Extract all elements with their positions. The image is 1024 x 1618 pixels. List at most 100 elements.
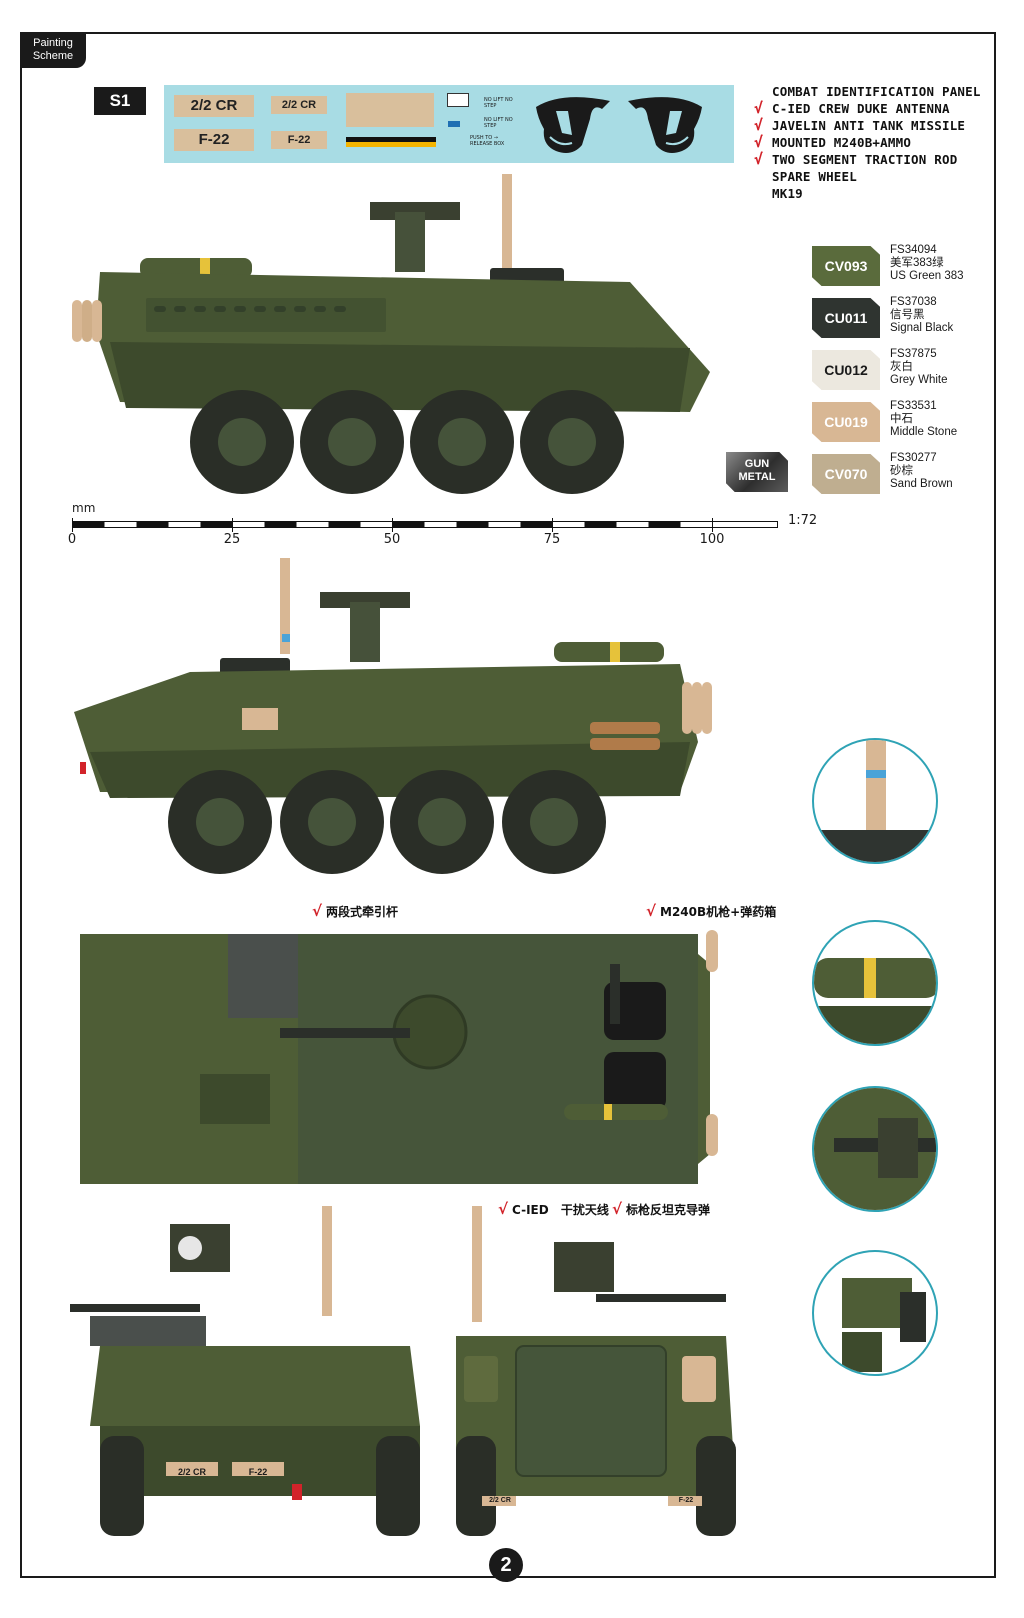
paint-cn: 灰白 — [890, 361, 913, 373]
feature-text: C-IED CREW DUKE ANTENNA — [772, 101, 950, 116]
page-number: 2 — [489, 1548, 523, 1582]
scale-unit: mm — [72, 501, 96, 515]
ruler-segment — [392, 521, 425, 528]
check-mark: √ — [498, 1200, 509, 1218]
paint-fs: FS37038 — [890, 296, 937, 308]
paint-cn: 信号黑 — [890, 309, 925, 321]
rear-plate-right: F-22 — [678, 1497, 694, 1504]
vehicle-side-view-left — [74, 558, 712, 874]
paint-cn: 美军383绿 — [890, 257, 944, 269]
decal-push-release: PUSH TO → RELEASE BOX — [470, 135, 505, 147]
feature-item: COMBAT IDENTIFICATION PANEL — [750, 83, 990, 100]
check-mark: √ — [612, 1200, 623, 1218]
decal-f22-large: F-22 — [174, 129, 254, 151]
paint-fs: FS30277 — [890, 452, 937, 464]
paint-fs: FS33531 — [890, 400, 937, 412]
callout-javelin: √标枪反坦克导弹 — [612, 1200, 711, 1218]
paint-en: Sand Brown — [890, 478, 953, 490]
ruler-tick — [72, 518, 73, 532]
callout-tow-rod: √两段式牵引杆 — [312, 902, 399, 920]
vehicle-rear-view — [456, 1206, 736, 1536]
decal-warning-label — [447, 93, 469, 107]
scale-tick-label: 50 — [383, 532, 401, 547]
paint-fs: FS34094 — [890, 244, 937, 256]
scale-ratio: 1:72 — [788, 513, 818, 528]
paint-fs: FS37875 — [890, 348, 937, 360]
ruler-segment — [584, 521, 617, 528]
detail-m240b — [812, 1086, 938, 1212]
decal-skull-right — [628, 97, 702, 153]
check-mark: √ — [754, 99, 764, 117]
javelin-missile — [140, 258, 252, 278]
paint-en: Signal Black — [890, 322, 954, 334]
rear-plate-left: 2/2 CR — [489, 1497, 511, 1504]
feature-item: √TWO SEGMENT TRACTION ROD — [750, 151, 990, 168]
detail-javelin — [812, 920, 938, 1046]
feature-text: MK19 — [772, 186, 803, 201]
paint-code: CV093 — [812, 246, 880, 286]
feature-item: √MOUNTED M240B+AMMO — [750, 134, 990, 151]
cied-antenna — [502, 174, 512, 274]
check-mark: √ — [754, 116, 764, 134]
paint-cn: 中石 — [890, 413, 913, 425]
paint-code: CV070 — [812, 454, 880, 494]
feature-text: JAVELIN ANTI TANK MISSILE — [772, 118, 966, 133]
detail-antenna-base — [812, 738, 938, 864]
feature-text: SPARE WHEEL — [772, 169, 857, 184]
ruler-segment — [200, 521, 233, 528]
decal-blue-mark — [448, 121, 460, 127]
decal-no-lift-2: NO LIFT NO STEP — [484, 117, 513, 129]
paint-code: CU011 — [812, 298, 880, 338]
feature-item: √ C-IED CREW DUKE ANTENNA — [750, 100, 990, 117]
feature-item: MK19 — [750, 185, 990, 202]
decal-sheet: 2/2 CR 2/2 CR F-22 F-22 NO LIFT NO STEP … — [164, 85, 734, 163]
ruler-tick — [552, 518, 553, 532]
ruler-tick — [232, 518, 233, 532]
scale-tick-label: 0 — [67, 532, 77, 547]
front-plate-right: F-22 — [248, 1467, 268, 1477]
scale-ruler — [72, 518, 778, 532]
ruler-tick — [712, 518, 713, 532]
feature-text: MOUNTED M240B+AMMO — [772, 135, 912, 150]
scale-tick-label: 75 — [543, 532, 561, 547]
paint-en: US Green 383 — [890, 270, 964, 282]
front-plate-left: 2/2 CR — [177, 1467, 206, 1477]
callout-cied: √C-IED 干扰天线 — [498, 1200, 609, 1218]
detail-ammo-box — [812, 1250, 938, 1376]
feature-text: COMBAT IDENTIFICATION PANEL — [772, 84, 981, 99]
feature-list: COMBAT IDENTIFICATION PANEL √ C-IED CREW D… — [750, 83, 990, 202]
check-mark: √ — [754, 150, 764, 168]
vehicle-side-view-right — [72, 174, 710, 494]
decal-skull-left — [536, 97, 610, 153]
feature-item: √ JAVELIN ANTI TANK MISSILE — [750, 117, 990, 134]
ruler-segment — [264, 521, 297, 528]
decal-f22-small: F-22 — [271, 131, 327, 149]
scale-tick-label: 100 — [699, 532, 725, 547]
ruler-segment — [328, 521, 361, 528]
decal-stripe — [346, 137, 436, 147]
paint-code: CU012 — [812, 350, 880, 390]
ruler-segment — [72, 521, 105, 528]
paint-code: CU019 — [812, 402, 880, 442]
feature-item: SPARE WHEEL — [750, 168, 990, 185]
decal-cr-large: 2/2 CR — [174, 95, 254, 117]
paint-en: Middle Stone — [890, 426, 958, 438]
gun-metal-swatch: GUN METAL — [726, 452, 788, 492]
ruler-tick — [392, 518, 393, 532]
decal-cip-panel — [346, 93, 434, 127]
painting-scheme-tag: Painting Scheme — [20, 32, 86, 68]
decal-cr-small: 2/2 CR — [271, 96, 327, 114]
ruler-segment — [520, 521, 553, 528]
check-mark: √ — [646, 902, 657, 920]
